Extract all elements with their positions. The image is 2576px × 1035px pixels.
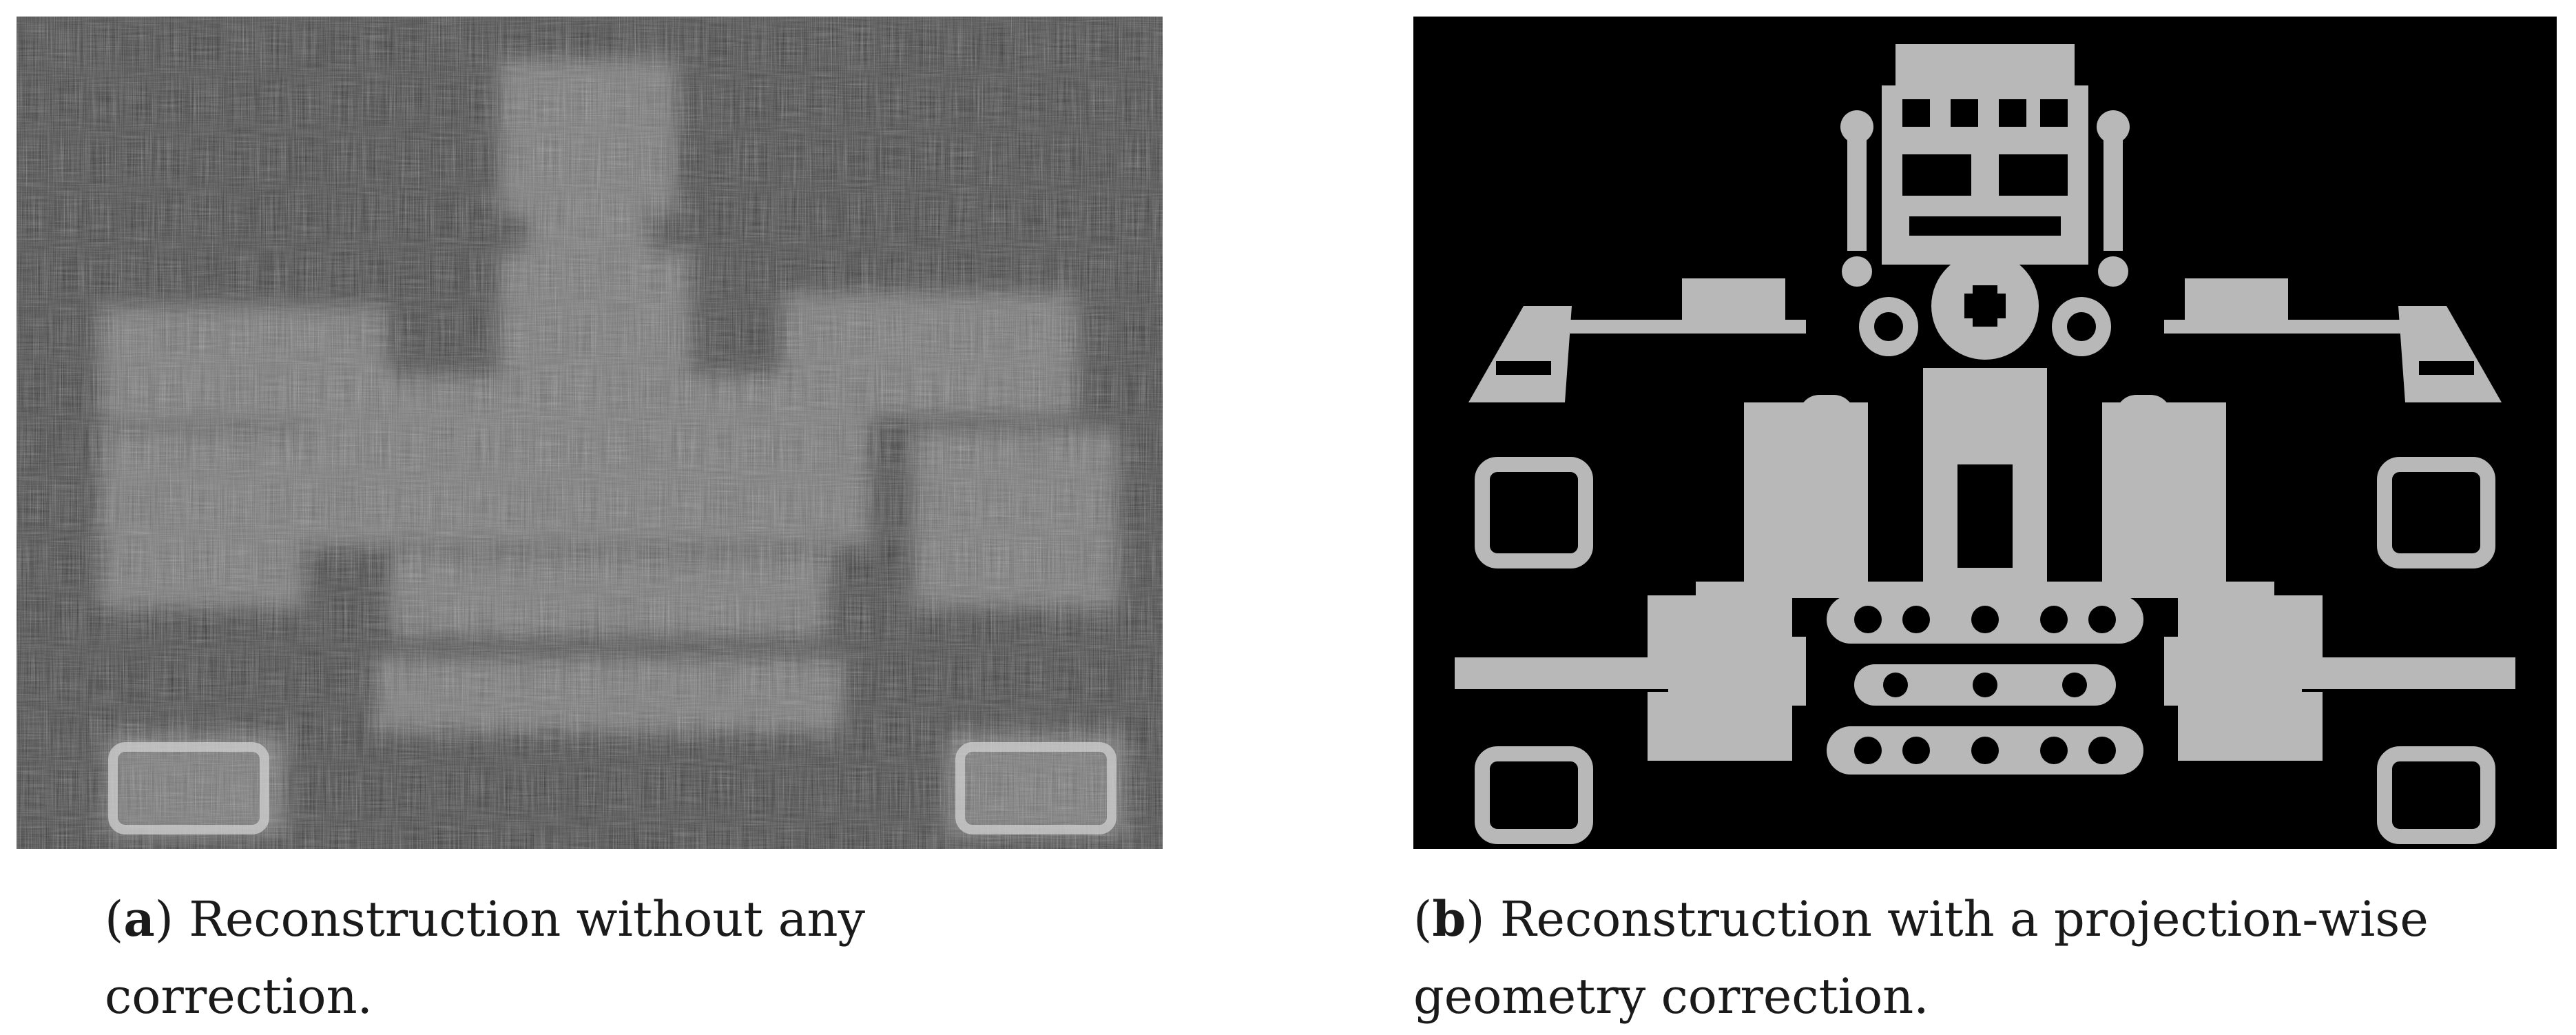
panel-b-letter: b (1432, 890, 1466, 947)
caption-a-text: Reconstruction without any correction. (105, 891, 866, 1025)
caption-a: (a) Reconstruction without any correctio… (105, 890, 866, 1025)
panel-a-image (17, 17, 1163, 849)
caption-b: (b) Reconstruction with a projection-wis… (1413, 890, 2429, 1025)
uncorrected-reconstruction (17, 17, 1163, 849)
caption-b-text: Reconstruction with a projection-wise ge… (1413, 891, 2429, 1025)
panel-a-letter: a (123, 890, 155, 947)
panel-b-image (1413, 17, 2557, 849)
corrected-reconstruction (1413, 17, 2557, 849)
